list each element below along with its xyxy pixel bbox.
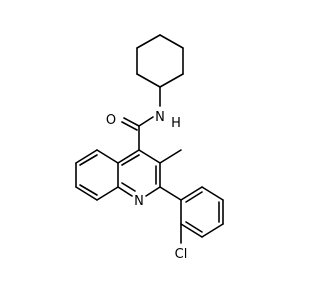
chlorine-label: Cl (175, 247, 188, 262)
amide-hydrogen-label: H (171, 116, 181, 131)
molecule-canvas: O N H N Cl (75, 34, 224, 262)
chlorophenyl-ring (180, 186, 224, 238)
bond-n-carbonyl (138, 116, 154, 127)
cyclohexane-ring (136, 34, 184, 88)
bond-c2-aryl (159, 186, 182, 201)
amide-nitrogen-label: N (155, 110, 165, 125)
pyridine-ring (117, 149, 161, 197)
oxygen-label: O (106, 113, 116, 128)
benzo-ring (75, 149, 119, 201)
ring-nitrogen-label: N (134, 194, 144, 209)
methyl-bond (159, 149, 182, 164)
carbonyl-double-bond (121, 117, 140, 131)
structure-diagram: O N H N Cl (75, 34, 224, 262)
